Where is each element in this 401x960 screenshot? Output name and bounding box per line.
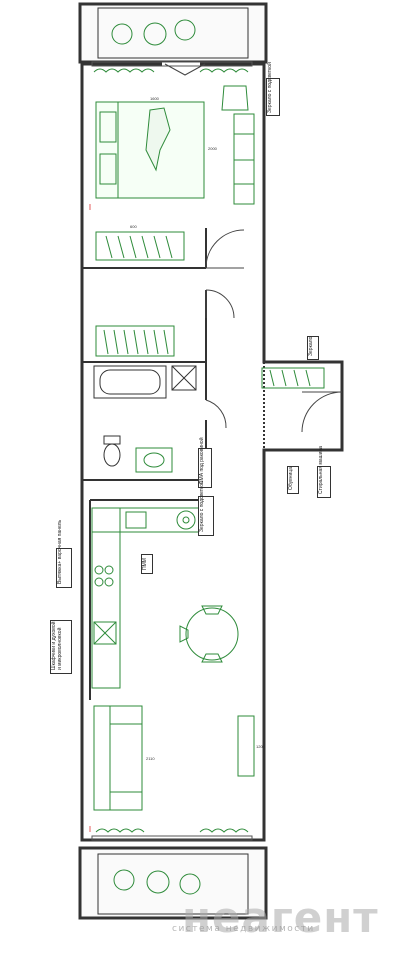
storage-shelves xyxy=(95,325,175,357)
toilet xyxy=(103,435,121,467)
bed xyxy=(95,101,205,199)
dining-table xyxy=(179,605,239,663)
sofa xyxy=(93,705,143,811)
balcony-chairs-bottom xyxy=(113,869,201,895)
watermark-brand: неагент xyxy=(182,893,379,942)
hood-label: Вытяжка+ варочная панель xyxy=(57,519,63,584)
hood-box xyxy=(56,548,72,588)
dishwasher-box xyxy=(141,554,153,574)
bedroom-wardrobe xyxy=(95,231,185,261)
tv-unit-dimension: 1200 xyxy=(256,744,266,749)
bedside-shelves xyxy=(233,113,255,205)
kitchen-counter xyxy=(91,507,203,689)
hall-wardrobe xyxy=(261,367,325,389)
bedroom-curtain xyxy=(93,68,249,73)
shoe-rack-label: Обувница xyxy=(288,467,294,490)
bathtub xyxy=(93,365,167,399)
bedroom-chair xyxy=(221,85,249,111)
tv-unit xyxy=(237,715,255,777)
washing-machine-box xyxy=(317,466,331,498)
sofa-length-dimension: 2110 xyxy=(146,756,155,761)
bed-width-dimension: 1600 xyxy=(150,96,160,101)
washer-under-sink-box xyxy=(198,448,212,488)
wardrobe-dimension: 600 xyxy=(130,224,137,229)
dishwasher-label: ПММ xyxy=(142,558,148,570)
windows xyxy=(91,61,253,841)
bathroom-sink xyxy=(135,447,173,473)
mirror-backlight-bath-label: Зеркало с подсветкой xyxy=(199,481,205,532)
watermark-tagline: система недвижимости xyxy=(172,924,315,934)
mirror-hall-label: Зеркало xyxy=(308,336,314,356)
bottom-balcony xyxy=(78,846,268,920)
oven-cabinet-label: Шкафчики и духовой и микроволновкой xyxy=(51,621,63,670)
doors xyxy=(162,62,343,433)
oven xyxy=(93,621,117,645)
cooktop xyxy=(94,565,114,587)
washer-under-sink-label: СМА под раковиной xyxy=(199,437,205,485)
mirror-backlight-top-label: Зеркало с подсветкой xyxy=(267,62,273,113)
bed-length-dimension: 2000 xyxy=(208,146,218,151)
top-balcony xyxy=(78,2,268,64)
mirror-backlight-bath-box xyxy=(198,496,214,536)
living-curtain xyxy=(95,828,249,833)
oven-cabinet-box xyxy=(50,620,72,674)
shower-box xyxy=(171,365,197,391)
balcony-chairs-top xyxy=(111,19,196,46)
shoe-rack-box xyxy=(287,466,299,494)
mirror-hall-box xyxy=(307,336,319,360)
washing-machine-label: Стиральная машина xyxy=(318,446,324,494)
mirror-backlight-top-box xyxy=(266,78,280,116)
interior-walls xyxy=(82,228,265,700)
